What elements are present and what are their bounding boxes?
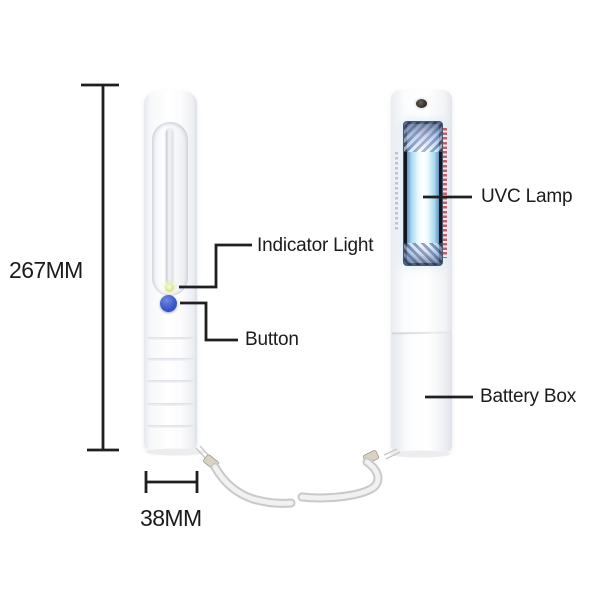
height-dimension-line	[81, 83, 119, 452]
width-dimension-label: 38MM	[140, 505, 202, 531]
lanyard-strap-left	[195, 445, 296, 508]
uvc-lamp-label: UVC Lamp	[481, 186, 573, 207]
grip-ridge	[147, 358, 194, 361]
indicator-light-label: Indicator Light	[257, 235, 374, 256]
grip-ridge	[147, 403, 194, 406]
side-microtext	[395, 152, 398, 232]
lanyard-strap-right	[297, 448, 401, 503]
button-label: Button	[245, 329, 299, 350]
lamp-recess	[152, 122, 188, 296]
lamp-electrode-bottom	[404, 243, 442, 265]
height-dimension-label: 267MM	[9, 257, 83, 283]
uv-wand-lamp-view	[391, 90, 452, 452]
warning-microtext	[443, 128, 447, 258]
width-dimension-line	[144, 471, 199, 493]
grip-ridge	[147, 425, 194, 428]
uv-tube-front	[166, 129, 173, 284]
grip-ridge	[147, 337, 194, 340]
uvc-lamp-window	[404, 122, 442, 265]
uv-wand-front-view	[144, 91, 197, 451]
battery-box-label: Battery Box	[480, 386, 577, 407]
power-button	[160, 295, 177, 312]
grip-ridge	[147, 380, 194, 383]
hang-hole	[416, 99, 427, 108]
indicator-light-led	[165, 283, 174, 292]
lamp-electrode-top	[404, 122, 442, 152]
battery-box-section	[391, 334, 452, 452]
